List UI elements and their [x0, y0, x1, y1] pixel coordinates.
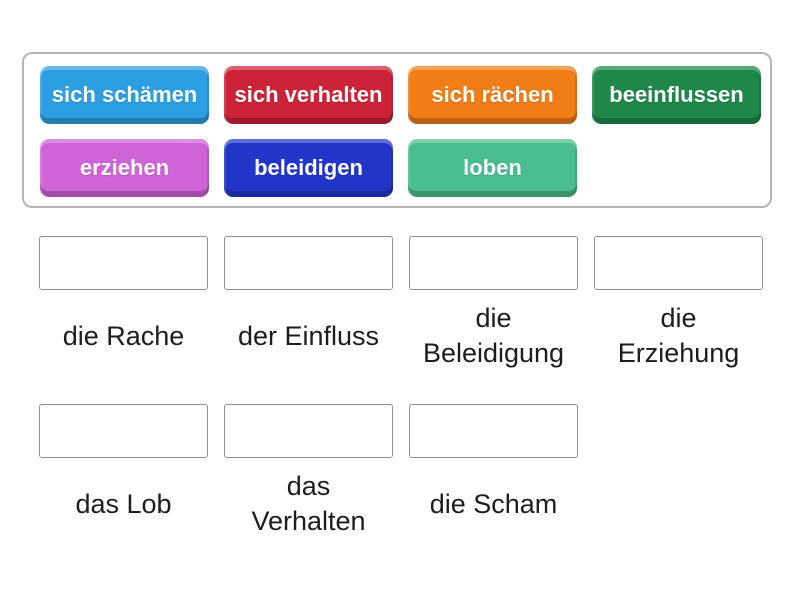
- drop-slot-die-scham[interactable]: [409, 404, 578, 458]
- drop-slot-das-lob[interactable]: [39, 404, 208, 458]
- target-label-die-beleidigung: die Beleidigung: [422, 303, 565, 368]
- target-label-das-verhalten: das Verhalten: [251, 471, 366, 536]
- target-label-der-einfluss: der Einfluss: [237, 320, 380, 351]
- match-cell: das Lob: [39, 404, 208, 542]
- target-row-2: das Lob das Verhalten die Scham: [39, 404, 763, 542]
- target-label-die-erziehung: die Erziehung: [617, 303, 740, 368]
- chip-beleidigen[interactable]: beleidigen: [224, 139, 393, 197]
- match-cell: das Verhalten: [224, 404, 393, 542]
- drop-slot-der-einfluss[interactable]: [224, 236, 393, 290]
- drop-slot-die-beleidigung[interactable]: [409, 236, 578, 290]
- match-cell: der Einfluss: [224, 236, 393, 374]
- chip-sich-schaemen[interactable]: sich schämen: [40, 66, 209, 124]
- answer-tray: sich schämen sich verhalten sich rächen …: [22, 52, 772, 208]
- drop-slot-das-verhalten[interactable]: [224, 404, 393, 458]
- chip-erziehen[interactable]: erziehen: [40, 139, 209, 197]
- drop-slot-die-rache[interactable]: [39, 236, 208, 290]
- chip-sich-verhalten[interactable]: sich verhalten: [224, 66, 393, 124]
- chip-sich-raechen[interactable]: sich rächen: [408, 66, 577, 124]
- chip-beeinflussen[interactable]: beeinflussen: [592, 66, 761, 124]
- target-row-1: die Rache der Einfluss die Beleidigung d…: [39, 236, 763, 374]
- target-label-die-rache: die Rache: [62, 320, 185, 351]
- match-cell: die Scham: [409, 404, 578, 542]
- match-cell: die Rache: [39, 236, 208, 374]
- chip-loben[interactable]: loben: [408, 139, 577, 197]
- target-label-das-lob: das Lob: [75, 488, 172, 519]
- drop-slot-die-erziehung[interactable]: [594, 236, 763, 290]
- match-cell: die Erziehung: [594, 236, 763, 374]
- match-cell: die Beleidigung: [409, 236, 578, 374]
- target-label-die-scham: die Scham: [429, 488, 558, 519]
